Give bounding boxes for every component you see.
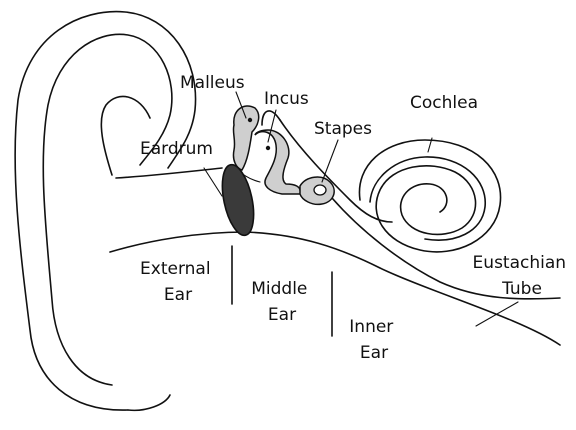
eardrum-pointer	[204, 168, 222, 196]
label-eustachian-tube: Eustachian Tube	[473, 253, 572, 299]
eustachian-tube-pointer	[476, 302, 518, 326]
label-middle-ear: Middle Ear	[251, 279, 313, 325]
label-eardrum: Eardrum	[140, 139, 213, 159]
label-external-ear: External Ear	[140, 259, 216, 305]
label-stapes: Stapes	[314, 119, 372, 139]
cochlea	[359, 140, 500, 252]
label-inner-ear: Inner Ear	[349, 317, 398, 363]
eardrum-shape	[217, 162, 259, 238]
label-incus: Incus	[264, 89, 309, 109]
label-cochlea: Cochlea	[410, 93, 478, 113]
label-malleus: Malleus	[180, 73, 245, 93]
outer-ear-auricle	[15, 12, 195, 411]
stapes-pointer	[322, 140, 338, 182]
malleus-bone	[233, 106, 258, 170]
